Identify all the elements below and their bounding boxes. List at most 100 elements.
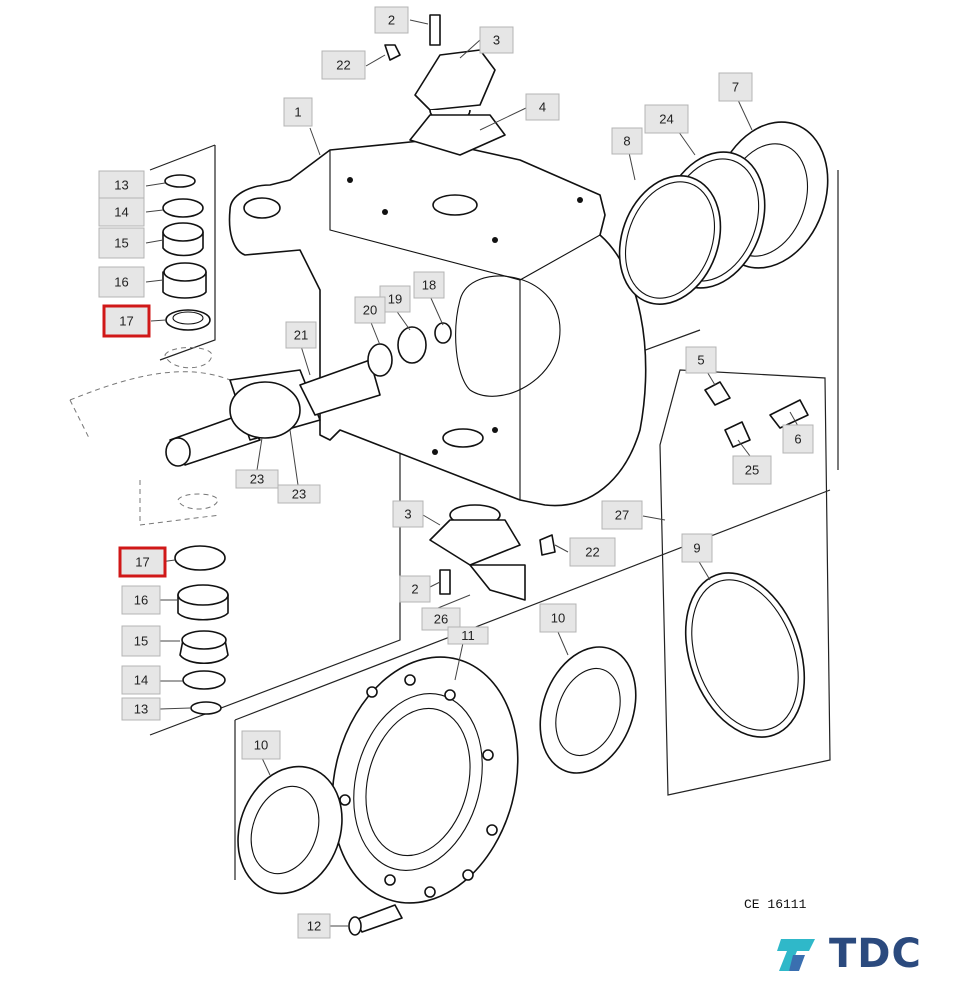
callout-box (421, 607, 461, 631)
callout-label: 13 (114, 178, 128, 193)
callout-label: 18 (422, 278, 436, 293)
callout-box (321, 50, 366, 80)
callout-c22-bot: 22 (569, 537, 616, 567)
callout-box (98, 170, 145, 200)
callout-c3-top: 3 (479, 26, 514, 54)
callout-c21: 21 (285, 321, 317, 349)
callout-c14-bot: 14 (121, 665, 161, 695)
callout-c1: 1 (283, 97, 313, 127)
callout-c2-top: 2 (374, 6, 409, 34)
callout-box (297, 913, 331, 939)
steering-knuckle (228, 139, 647, 507)
callout-label: 25 (745, 463, 759, 478)
callout-label: 14 (114, 205, 128, 220)
callout-box (539, 603, 577, 633)
lower-bearing-stack (174, 493, 229, 715)
callout-box (235, 469, 279, 489)
callout-label: 16 (114, 275, 128, 290)
left-roller-bearing (237, 765, 343, 895)
callout-box (121, 697, 161, 721)
callout-box (121, 585, 161, 615)
callout-box (354, 296, 386, 324)
callout-label: 20 (363, 303, 377, 318)
callout-labels: 2322417248131415161718192021562523232732… (98, 6, 814, 939)
callout-c6: 6 (782, 424, 814, 454)
callout-label: 23 (250, 472, 264, 487)
callout-c8: 8 (611, 127, 643, 155)
tdc-logo-text: TDC (829, 931, 922, 977)
callout-c2-bot: 2 (399, 575, 431, 603)
callout-label: 24 (659, 112, 673, 127)
callout-c27: 27 (601, 500, 643, 530)
callout-c17-top: 17 (102, 304, 151, 338)
callout-box (392, 500, 424, 528)
callout-c13-top: 13 (98, 170, 145, 200)
callout-box (611, 127, 643, 155)
callout-box (102, 304, 151, 338)
callout-label: 15 (134, 634, 148, 649)
callout-label: 5 (697, 353, 704, 368)
callout-label: 3 (404, 507, 411, 522)
callout-box (718, 72, 753, 102)
callout-label: 22 (585, 545, 599, 560)
callout-c5: 5 (685, 346, 717, 374)
callout-label: 10 (254, 738, 268, 753)
callout-label: 6 (794, 432, 801, 447)
callout-box (685, 346, 717, 374)
callout-box (241, 730, 281, 760)
upper-right-seals (618, 121, 829, 305)
callout-box (98, 266, 145, 298)
tdc-logo: TDC (775, 930, 940, 978)
drive-shaft-assembly (165, 322, 452, 467)
callout-label: 26 (434, 612, 448, 627)
callout-c4: 4 (525, 93, 560, 121)
callout-label: 3 (493, 33, 500, 48)
callout-label: 23 (292, 487, 306, 502)
callout-box (277, 484, 321, 504)
callout-c13-bot: 13 (121, 697, 161, 721)
callout-label: 9 (693, 541, 700, 556)
callout-label: 12 (307, 919, 321, 934)
callout-box (601, 500, 643, 530)
callout-box (285, 321, 317, 349)
callout-box (98, 197, 145, 227)
callout-label: 27 (615, 508, 629, 523)
callout-label: 16 (134, 593, 148, 608)
callout-c16-bot: 16 (121, 585, 161, 615)
callout-box (569, 537, 616, 567)
callout-label: 21 (294, 328, 308, 343)
figure-code: CE 16111 (744, 897, 807, 912)
callout-label: 1 (294, 105, 301, 120)
callout-label: 22 (336, 58, 350, 73)
callout-label: 2 (388, 13, 395, 28)
callout-c9: 9 (681, 533, 713, 563)
callout-c24: 24 (644, 104, 689, 134)
callout-c23-b: 23 (277, 484, 321, 504)
callout-box (98, 227, 145, 259)
callout-label: 11 (461, 628, 475, 643)
callout-c11: 11 (447, 626, 489, 645)
right-framed-parts (659, 369, 831, 796)
callout-c25: 25 (732, 455, 772, 485)
right-roller-bearing (539, 646, 637, 774)
callout-box (283, 97, 313, 127)
callout-label: 10 (551, 611, 565, 626)
callout-c10-left: 10 (241, 730, 281, 760)
tdc-logo-icon (777, 939, 815, 971)
callout-box (644, 104, 689, 134)
callout-label: 17 (119, 314, 133, 329)
callout-label: 15 (114, 236, 128, 251)
callout-c23-a: 23 (235, 469, 279, 489)
callout-box (118, 546, 167, 578)
callout-c12: 12 (297, 913, 331, 939)
hub-bolt (348, 904, 403, 936)
callout-box (479, 26, 514, 54)
callout-c15-top: 15 (98, 227, 145, 259)
callout-c3-bot: 3 (392, 500, 424, 528)
callout-c18: 18 (413, 271, 445, 299)
callout-c7: 7 (718, 72, 753, 102)
callout-box (413, 271, 445, 299)
callout-box (447, 626, 489, 645)
callout-box (525, 93, 560, 121)
